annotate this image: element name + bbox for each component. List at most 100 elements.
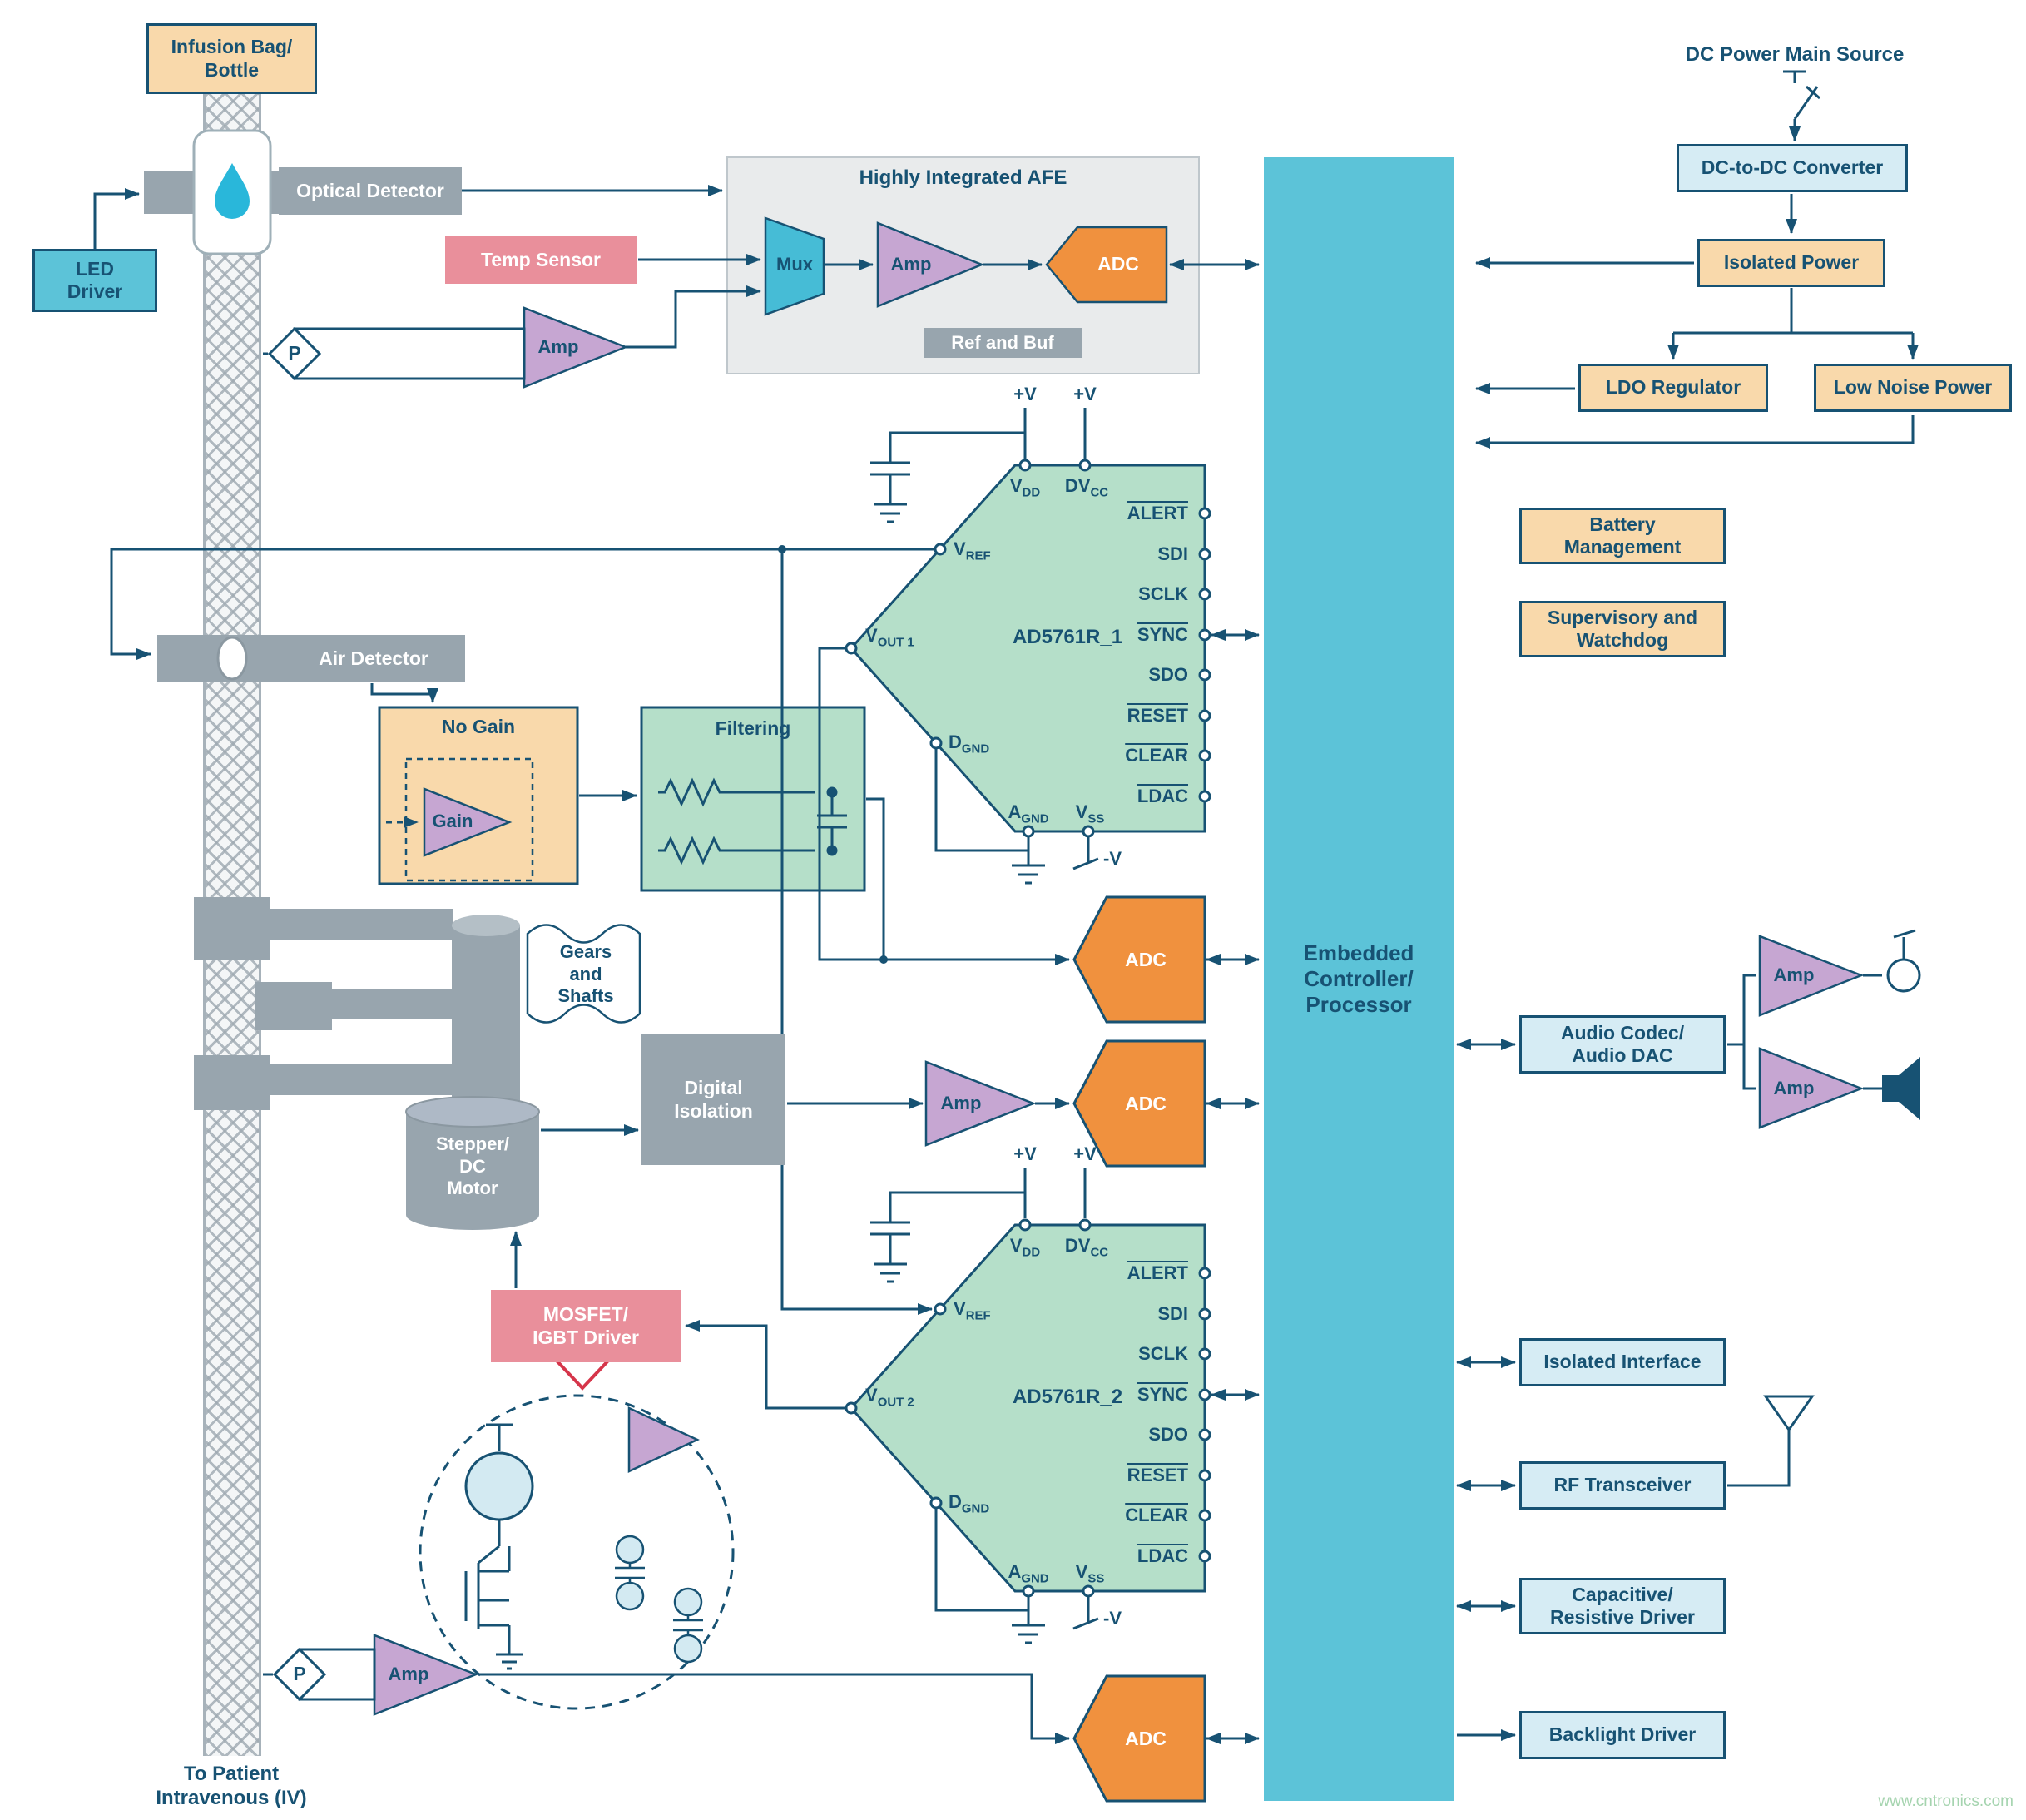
dac2-name: AD5761R_2 [1012, 1385, 1123, 1408]
optical-detector-box: Optical Detector [279, 167, 462, 215]
audio-amp2-triangle [1758, 1047, 1865, 1129]
afe-adc-label: ADC [1097, 253, 1139, 275]
digital-isolation-box: Digital Isolation [641, 1034, 785, 1165]
watermark: www.cntronics.com [1878, 1793, 2014, 1810]
audio-codec-box: Audio Codec/ Audio DAC [1519, 1015, 1726, 1074]
dac1-pin-dvcc: DVCC [1064, 475, 1109, 500]
pin-terminals [845, 459, 1211, 1598]
shaft-bar [270, 1064, 453, 1095]
backlight-driver-box: Backlight Driver [1519, 1711, 1726, 1759]
dac2-plus-v: +V [1013, 1143, 1037, 1164]
speaker-icon [1882, 1057, 1920, 1120]
no-gain-title: No Gain [441, 716, 516, 738]
dac1-plus-v: +V [1013, 384, 1037, 404]
afe-amp-triangle [876, 221, 985, 308]
no-gain-internals [386, 757, 534, 882]
dac2-pin-agnd: AGND [1008, 1561, 1049, 1586]
stepper-motor-label: Stepper/ DC Motor [435, 1133, 510, 1199]
filtering-internals [658, 777, 847, 865]
adc-pentagon [1072, 1674, 1206, 1803]
dac1-pin-vss: VSS [1075, 801, 1105, 826]
mux-label: Mux [776, 253, 813, 275]
dac1-pin-ldac: LDAC [1137, 786, 1188, 806]
afe-amp-label: Amp [890, 253, 932, 275]
adc-pentagon [1072, 895, 1206, 1024]
pressure-diamond [272, 1647, 327, 1702]
connector-lines [93, 119, 1919, 1744]
gear-shaft-cylinder [452, 925, 520, 1113]
battery-management-box: Battery Management [1519, 508, 1726, 564]
motor-drive-callout [419, 1394, 735, 1710]
pressure2-amp-label: Amp [388, 1663, 429, 1684]
dac1-pin-dgnd: DGND [949, 731, 990, 756]
dac1-minus-v: -V [1103, 848, 1122, 869]
bearing-block [194, 897, 270, 960]
rf-transceiver-box: RF Transceiver [1519, 1461, 1726, 1510]
dac1-name: AD5761R_1 [1012, 625, 1123, 648]
capacitive-resistive-driver-box: Capacitive/ Resistive Driver [1519, 1578, 1726, 1634]
temp-sensor-box: Temp Sensor [445, 236, 637, 284]
dac2-pin-vref: VREF [954, 1298, 991, 1323]
pressure-amp-label: Amp [537, 335, 579, 357]
dac2-pin-clear: CLEAR [1125, 1505, 1188, 1525]
dac2-pin-sclk: SCLK [1138, 1343, 1188, 1364]
low-noise-power-box: Low Noise Power [1814, 364, 2012, 412]
motor-amp-triangle [924, 1060, 1037, 1147]
embedded-controller-box: Embedded Controller/ Processor [1264, 157, 1454, 1801]
dac2-pin-reset: RESET [1127, 1465, 1188, 1485]
gears-flag-shape [526, 924, 641, 1024]
adc-pentagon [1072, 1039, 1206, 1168]
infusion-bag-box: Infusion Bag/ Bottle [146, 23, 317, 94]
dac2-pin-vout2: VOUT 2 [865, 1385, 914, 1410]
stepper-motor-body [406, 1112, 539, 1215]
drip-chamber [192, 129, 272, 255]
audio-amp2-label: Amp [1773, 1077, 1815, 1098]
no-gain-box [378, 706, 579, 885]
ref-buf-box: Ref and Buf [924, 328, 1082, 358]
power-switch-icon [1783, 70, 1820, 120]
dac2-pin-dvcc: DVCC [1064, 1235, 1109, 1260]
shaft-bar [270, 909, 453, 940]
dac2-pin-vdd: VDD [1009, 1235, 1041, 1260]
adc-label: ADC [1125, 949, 1167, 971]
led-driver-box: LED Driver [32, 249, 157, 312]
dac2-pin-sdi: SDI [1157, 1303, 1188, 1324]
dac1-pin-sdo: SDO [1148, 664, 1188, 685]
motor-icon [464, 1451, 534, 1521]
dac1-pin-vdd: VDD [1009, 475, 1041, 500]
pressure-sensor-label: P [288, 342, 301, 364]
pressure-diamond [267, 326, 322, 381]
adc-label: ADC [1125, 1093, 1167, 1115]
dac2-pin-ldac: LDAC [1137, 1545, 1188, 1566]
mux-trapezoid [764, 216, 825, 316]
headphone-icon [1886, 958, 1921, 993]
dac-supply-details [870, 408, 1099, 1644]
dac1-pin-sdi: SDI [1157, 543, 1188, 564]
isolated-interface-box: Isolated Interface [1519, 1338, 1726, 1386]
afe-adc-pentagon [1045, 226, 1168, 304]
pressure-sensor-label: P [293, 1663, 306, 1685]
adc-label: ADC [1125, 1728, 1167, 1750]
afe-title: Highly Integrated AFE [859, 166, 1067, 189]
ldo-regulator-box: LDO Regulator [1578, 364, 1768, 412]
audio-amp1-label: Amp [1773, 964, 1815, 985]
dac1-plus-v: +V [1073, 384, 1097, 404]
pressure-sensor-loops [263, 326, 526, 1702]
supervisory-watchdog-box: Supervisory and Watchdog [1519, 601, 1726, 657]
dac2-pin-sync: SYNC [1137, 1384, 1188, 1405]
mosfet-driver-box: MOSFET/ IGBT Driver [491, 1290, 681, 1362]
bearing-block [194, 1055, 270, 1110]
dac2-pin-sdo: SDO [1148, 1424, 1188, 1445]
dac1-pin-alert: ALERT [1127, 503, 1188, 523]
drop-icon [215, 163, 250, 219]
bearing-block [255, 982, 332, 1030]
audio-amp1-triangle [1758, 935, 1865, 1017]
dac2-pin-alert: ALERT [1127, 1262, 1188, 1283]
gain-amp-label: Gain [432, 810, 473, 831]
dac1-pin-clear: CLEAR [1125, 745, 1188, 766]
dac1-pin-sclk: SCLK [1138, 583, 1188, 604]
isolated-power-box: Isolated Power [1697, 239, 1885, 287]
dc-dc-converter-box: DC-to-DC Converter [1677, 144, 1908, 192]
peripheral-icons [1763, 929, 1921, 1432]
